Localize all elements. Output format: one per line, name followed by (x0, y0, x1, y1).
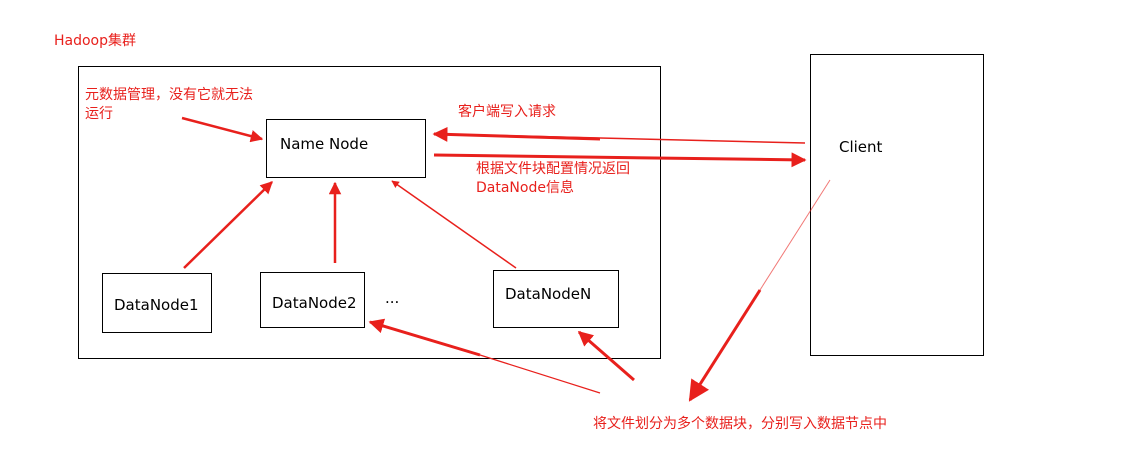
client-box (810, 54, 984, 356)
namenode-note-line1: 元数据管理，没有它就无法 (85, 87, 253, 103)
datanode2-box (260, 272, 365, 328)
return-info-line2: DataNode信息 (476, 180, 574, 196)
datanodeN-label: DataNodeN (505, 285, 592, 303)
namenode-box (266, 119, 426, 178)
client-label: Client (839, 138, 883, 156)
datanode2-label: DataNode2 (272, 294, 357, 312)
client-split-arrow (688, 289, 762, 402)
datanode1-label: DataNode1 (114, 296, 199, 314)
client-split-line-thin (689, 179, 831, 401)
datanodeN-box (493, 270, 619, 328)
datanode1-box (102, 273, 212, 333)
client-write-request-label: 客户端写入请求 (458, 104, 556, 120)
split-to-datanode2-line-thin (479, 354, 601, 394)
return-info-line1: 根据文件块配置情况返回 (476, 161, 630, 177)
hadoop-cluster-box (78, 66, 661, 359)
namenode-label: Name Node (280, 135, 369, 153)
split-write-label: 将文件划分为多个数据块，分别写入数据节点中 (593, 416, 887, 432)
namenode-note-line2: 运行 (85, 106, 113, 122)
cluster-title: Hadoop集群 (54, 33, 137, 49)
datanode-ellipsis: ... (385, 289, 400, 307)
